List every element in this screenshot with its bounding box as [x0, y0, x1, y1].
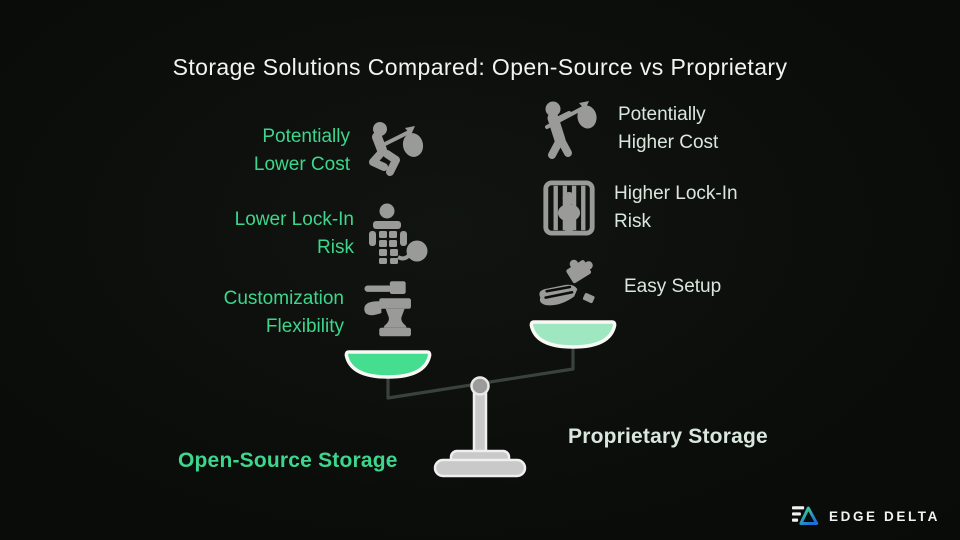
drawback-text: Potentially Higher Cost	[618, 104, 719, 153]
benefit-text: Lower Lock-In Risk	[234, 209, 354, 258]
edge-delta-logo-icon	[791, 504, 820, 528]
anvil-hammer-icon	[356, 280, 430, 346]
list-item: Lower Lock-In Risk	[235, 201, 430, 267]
list-item: Easy Setup	[534, 254, 721, 320]
open-source-label: Open-Source Storage	[178, 449, 398, 472]
runner-money-bag-icon	[362, 119, 430, 183]
proprietary-label: Proprietary Storage	[568, 425, 768, 448]
brand-footer: EDGE DELTA	[791, 504, 940, 528]
hand-puzzle-icon	[534, 254, 608, 320]
list-item: Potentially Higher Cost	[538, 96, 718, 162]
drawback-text: Easy Setup	[624, 276, 722, 297]
list-item: Customization Flexibility	[224, 280, 430, 346]
ball-and-chain-icon	[366, 203, 430, 265]
left-scale-pan	[344, 350, 432, 379]
benefit-text: Potentially Lower Cost	[253, 126, 350, 175]
list-item: Potentially Lower Cost	[254, 118, 430, 184]
carry-money-bag-icon	[538, 98, 602, 160]
drawback-text: Higher Lock-In Risk	[614, 183, 738, 232]
benefit-text: Customization Flexibility	[223, 288, 344, 337]
right-scale-pan	[529, 320, 617, 349]
scale-base-bottom	[433, 458, 527, 478]
brand-name: EDGE DELTA	[828, 508, 940, 524]
balance-scale	[344, 320, 617, 478]
page-title: Storage Solutions Compared: Open-Source …	[172, 54, 788, 80]
jail-icon	[540, 179, 598, 237]
list-item: Higher Lock-In Risk	[540, 175, 738, 241]
scale-pivot	[470, 376, 490, 396]
